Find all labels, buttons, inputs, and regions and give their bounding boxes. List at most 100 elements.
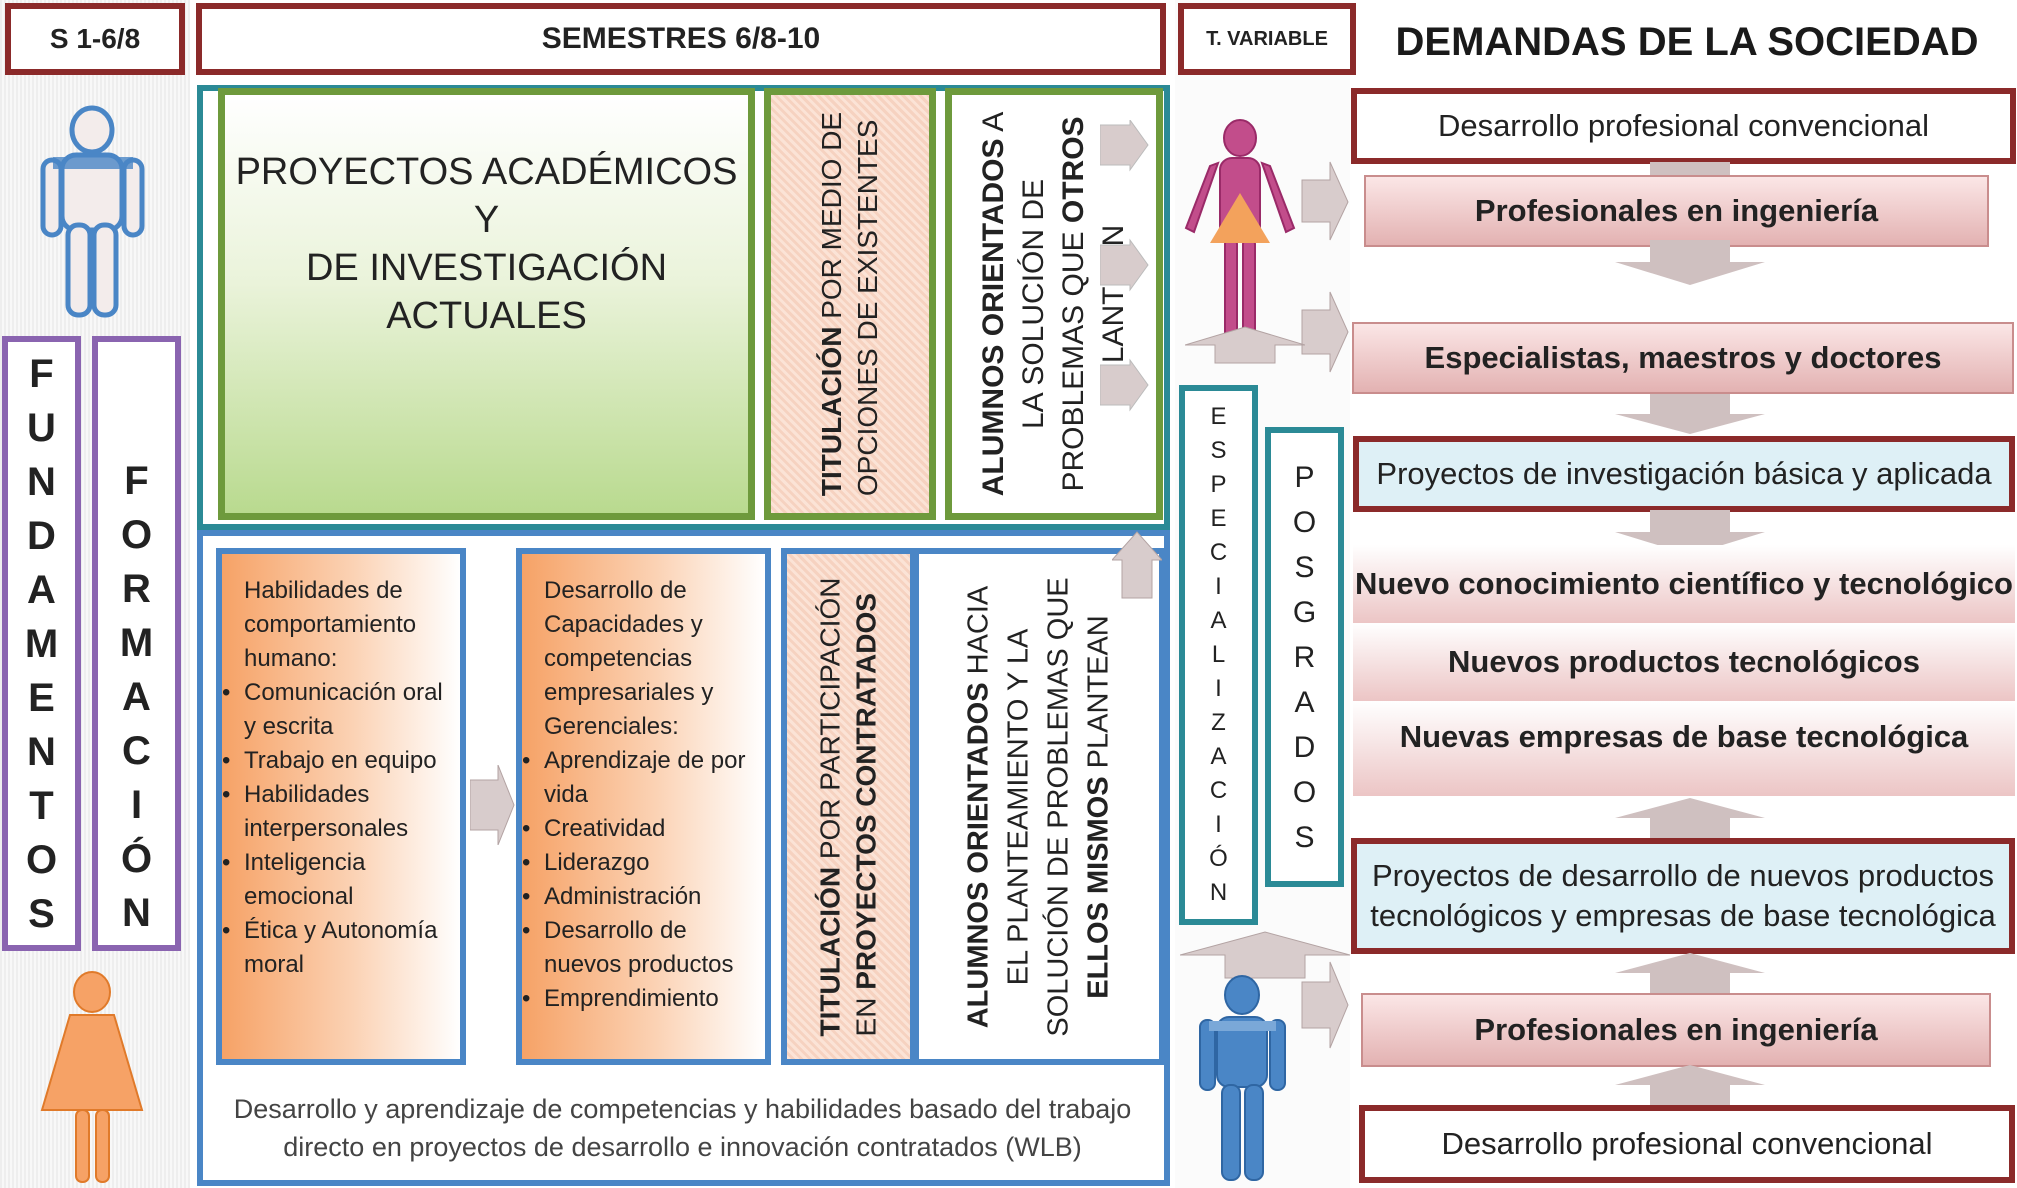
formacion-letter: R <box>122 567 151 611</box>
posgrados-letter: R <box>1293 640 1316 674</box>
desarrollo-capacidades-box: Desarrollo de Capacidades y competencias… <box>516 548 771 1065</box>
titulacion-bold: TITULACIÓN <box>816 326 848 497</box>
header-s1-label: S 1-6/8 <box>49 23 141 54</box>
proyectos-line: PROYECTOS ACADÉMICOS Y <box>235 151 738 241</box>
formacion-letter: Ó <box>120 837 153 881</box>
person-blue-outline-icon <box>40 105 145 318</box>
demand-label: Desarrollo profesional convencional <box>1437 108 1930 143</box>
desarrollo-item: Aprendizaje de por vida <box>522 744 755 812</box>
demand-proyectos-desarrollo: Proyectos de desarrollo de nuevos produc… <box>1351 838 2015 954</box>
arrow-right-icon <box>1301 961 1349 1049</box>
especializacion-letter: S <box>1210 437 1227 464</box>
arrow-up-icon <box>1185 326 1305 364</box>
especializacion-letter: E <box>1210 403 1227 430</box>
alumnos-text: EL PLANTEAMIENTO Y LA <box>1003 628 1035 985</box>
fundamentos-letter: T <box>29 783 54 828</box>
habilidades-intro-line: comportamiento <box>244 611 417 638</box>
desarrollo-intro-line: Gerenciales: <box>544 713 679 740</box>
page-title: DEMANDAS DE LA SOCIEDAD <box>1395 19 1979 64</box>
habilidades-intro-line: humano: <box>244 645 338 672</box>
especializacion-letter: N <box>1209 879 1228 906</box>
arrow-down-icon <box>1615 240 1765 285</box>
posgrados-letter: O <box>1292 505 1317 539</box>
habilidades-item: Comunicación oral y escrita <box>222 676 450 744</box>
alumnos-mismos-box: ALUMNOS ORIENTADOS HACIA EL PLANTEAMIENT… <box>915 548 1165 1065</box>
fundamentos-box: F U N D A M E N T O S <box>2 336 81 951</box>
alumnos-bold: OTROS <box>1057 116 1091 224</box>
arrow-right-icons <box>1100 120 1149 412</box>
demand-label: Nuevo conocimiento científico y tecnológ… <box>1355 566 2013 601</box>
footer-note: Desarrollo y aprendizaje de competencias… <box>205 1090 1160 1180</box>
demand-profesionales-top: Profesionales en ingeniería <box>1364 175 1989 247</box>
especializacion-letter: I <box>1215 811 1222 838</box>
demand-profesionales-bottom: Profesionales en ingeniería <box>1361 993 1991 1067</box>
arrow-up-icon <box>1112 531 1162 599</box>
demand-label: Profesionales en ingeniería <box>1474 193 1879 228</box>
demand-desarrollo-convencional-bottom: Desarrollo profesional convencional <box>1359 1105 2015 1183</box>
desarrollo-item: Liderazgo <box>522 846 755 880</box>
demand-desarrollo-convencional-top: Desarrollo profesional convencional <box>1351 88 2016 164</box>
titulacion-contratados-box: TITULACIÓN POR PARTICIPACIÓN EN PROYECTO… <box>781 548 916 1065</box>
fundamentos-letter: A <box>27 567 56 612</box>
desarrollo-intro-line: Capacidades y <box>544 611 703 638</box>
fundamentos-letter: U <box>27 405 56 450</box>
habilidades-item: Inteligencia emocional <box>222 846 450 914</box>
alumnos-text: HACIA <box>963 585 995 682</box>
footer-line: Desarrollo y aprendizaje de competencias… <box>233 1094 1132 1124</box>
especializacion-letter: Ó <box>1209 845 1228 872</box>
fundamentos-letter: S <box>28 891 55 936</box>
alumnos-text: PLANTEAN <box>1083 614 1115 776</box>
desarrollo-intro-line: empresariales y <box>544 679 714 706</box>
desarrollo-item: Creatividad <box>522 812 755 846</box>
posgrados-letter: S <box>1294 550 1315 584</box>
proyectos-line: DE INVESTIGACIÓN <box>305 247 668 289</box>
arrow-up-icon <box>1615 798 1765 838</box>
especializacion-letter: A <box>1210 743 1227 770</box>
especializacion-letter: I <box>1215 573 1222 600</box>
header-semestres: SEMESTRES 6/8-10 <box>196 3 1166 75</box>
demand-label: Proyectos de desarrollo de nuevos produc… <box>1371 858 1995 893</box>
formacion-letter: O <box>120 513 153 557</box>
especializacion-letter: P <box>1210 471 1227 498</box>
especializacion-letter: I <box>1215 675 1222 702</box>
formacion-letter: F <box>124 459 149 503</box>
alumnos-text: SOLUCIÓN DE PROBLEMAS QUE <box>1043 576 1075 1037</box>
demand-label: tecnológicos y empresas de base tecnológ… <box>1370 898 1996 933</box>
alumnos-bold: ALUMNOS ORIENTADOS <box>963 681 995 1028</box>
especializacion-letter: E <box>1210 505 1227 532</box>
alumnos-text: A <box>977 111 1011 139</box>
person-blue-icon <box>1199 975 1286 1181</box>
arrow-up-icon <box>1180 931 1350 979</box>
formacion-letter: C <box>122 729 151 773</box>
desarrollo-intro-line: competencias <box>544 645 693 672</box>
titulacion-bold: PROYECTOS CONTRATADOS <box>850 592 882 990</box>
especializacion-letter: A <box>1210 607 1227 634</box>
desarrollo-item: Emprendimiento <box>522 982 755 1016</box>
especializacion-box: E S P E C I A L I Z A C I Ó N <box>1179 385 1258 925</box>
especializacion-letter: C <box>1209 539 1228 566</box>
posgrados-letter: O <box>1292 775 1317 809</box>
demand-label: Nuevas empresas de base tecnológica <box>1399 719 1969 754</box>
header-tvariable-label: T. VARIABLE <box>1206 27 1328 50</box>
demand-nuevo-conocimiento: Nuevo conocimiento científico y tecnológ… <box>1353 545 2015 623</box>
person-pink-icon <box>1184 119 1296 344</box>
demand-label: Proyectos de investigación básica y apli… <box>1376 456 1992 491</box>
desarrollo-item: Administración <box>522 880 755 914</box>
formacion-box: F O R M A C I Ó N <box>92 336 181 951</box>
demand-label: Desarrollo profesional convencional <box>1441 1126 1933 1161</box>
desarrollo-intro-line: Desarrollo de <box>544 577 687 604</box>
fundamentos-letter: E <box>28 675 55 720</box>
formacion-letter: N <box>122 891 151 935</box>
proyectos-line: ACTUALES <box>386 295 587 337</box>
arrow-down-icon <box>1615 510 1765 555</box>
titulacion-text: OPCIONES DE EXISTENTES <box>852 119 884 497</box>
alumnos-bold: ELLOS MISMOS <box>1083 775 1115 999</box>
posgrados-letter: S <box>1294 820 1315 854</box>
arrow-down-icon <box>1615 394 1765 434</box>
fundamentos-letter: F <box>29 351 54 396</box>
arrow-right-icon <box>470 765 515 845</box>
titulacion-text: EN <box>850 989 882 1036</box>
footer-line: directo en proyectos de desarrollo e inn… <box>283 1132 1082 1162</box>
demand-label: Nuevos productos tecnológicos <box>1448 644 1920 679</box>
header-semestres-label: SEMESTRES 6/8-10 <box>541 22 821 55</box>
